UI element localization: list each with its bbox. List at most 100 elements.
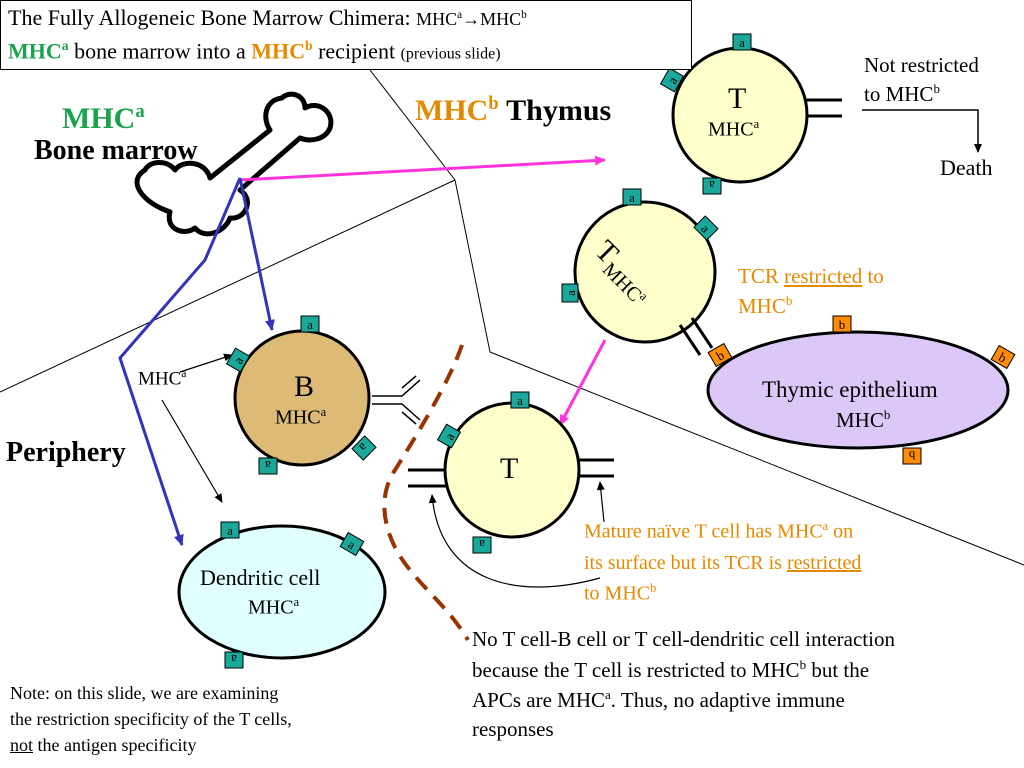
- tag-t-mid-2: a: [693, 215, 719, 241]
- tag-t-top-3-box: [702, 177, 722, 195]
- marrow-to-dendritic-arrow: [118, 177, 242, 546]
- epithelium-mhc: MHCb: [836, 407, 890, 432]
- tag-b-4-label: a: [265, 458, 271, 473]
- title-mhc-a-sup: a: [457, 9, 463, 21]
- mature-note-line3: to MHCb: [584, 581, 657, 605]
- t-periph-letter: T: [500, 452, 519, 485]
- dendritic-mhc-sup: a: [293, 595, 300, 609]
- tag-tp-1: a: [510, 391, 530, 409]
- mature-note-line2: its surface but its TCR is restricted: [584, 552, 861, 574]
- tag-t-mid-3-label: a: [563, 290, 578, 296]
- tag-dc-2: a: [339, 531, 365, 557]
- note-line3-end: the antigen specificity: [33, 735, 197, 755]
- tag-tp-3: a: [472, 536, 492, 554]
- dendritic-mhc: MHCa: [248, 595, 300, 618]
- not-restricted-line1: Not restricted: [864, 53, 979, 77]
- tag-tp-2-box: [436, 423, 462, 449]
- title-mhc-b-sup: b: [521, 9, 527, 21]
- periphery-boundary-line: [0, 179, 456, 393]
- tag-b-1-box: [300, 315, 320, 333]
- not-restricted-sup: b: [933, 81, 940, 96]
- mature-line3: to MHC: [584, 582, 651, 605]
- tag-tp-1-box: [510, 391, 530, 409]
- dendritic-cell: [177, 524, 387, 660]
- title2-mhc-a-sup: a: [61, 38, 69, 53]
- mhca-pointer-label: MHCa: [138, 367, 187, 390]
- mature-note-line1: Mature naïve T cell has MHCa on: [584, 519, 854, 543]
- mature-sup3: b: [650, 581, 657, 595]
- tag-b-2-box: [225, 347, 251, 373]
- no-int-line3b: . Thus, no adaptive immune: [610, 688, 845, 712]
- b-cell-receptor: [372, 375, 421, 425]
- tcr-periph-left: [408, 468, 446, 488]
- dashed-barrier: [382, 344, 470, 642]
- tag-b-3: a: [351, 435, 377, 461]
- note-not: not: [10, 735, 34, 755]
- tag-dc-1-label: a: [227, 523, 233, 538]
- tag-dc-3-label: a: [231, 652, 237, 667]
- tag-t-top-3-label: a: [709, 178, 715, 193]
- title-arrow: →: [462, 9, 481, 29]
- no-int-sup2: b: [799, 657, 807, 672]
- tag-t-top-1-box: [732, 33, 752, 51]
- title-mhc-a: MHC: [416, 9, 458, 29]
- thymus-boundary-line: [454, 179, 491, 353]
- no-interaction-line2: because the T cell is restricted to MHCb…: [472, 657, 870, 682]
- no-interaction-line3: APCs are MHCa. Thus, no adaptive immune: [472, 687, 845, 712]
- tag-b-1-label: a: [307, 317, 313, 332]
- title2-mhc-b: MHC: [251, 38, 306, 64]
- note-line2: the restriction specificity of the T cel…: [10, 709, 292, 729]
- not-restricted-arrow: [862, 109, 982, 153]
- mature-sup1: a: [822, 519, 829, 533]
- no-int-line2b: but the: [806, 658, 870, 682]
- thymus-word: Thymus: [506, 94, 612, 127]
- thymus-sup: b: [488, 93, 499, 114]
- not-restricted-mhc: to MHC: [864, 82, 934, 106]
- bone-marrow-label: Bone marrow: [34, 135, 198, 166]
- bone-icon: [134, 91, 334, 237]
- no-int-sup3: a: [605, 687, 611, 702]
- thymus-to-periphery-arrow: [558, 339, 607, 426]
- t-top-mhc: MHCa: [708, 117, 759, 141]
- title-box: [0, 0, 692, 70]
- thymus-label: MHCb Thymus: [415, 93, 612, 127]
- tag-ep-1-label: b: [839, 317, 846, 332]
- title2-end: recipient: [312, 38, 401, 64]
- tag-dc-3: a: [224, 651, 244, 669]
- epithelium-mhc-text: MHC: [836, 408, 884, 432]
- thymic-epithelium-cell: [706, 330, 1010, 450]
- tcr-note-line1: TCR restricted to: [738, 264, 884, 288]
- mature-line1: Mature naïve T cell has MHC: [584, 520, 823, 543]
- title-main: The Fully Allogeneic Bone Marrow Chimera…: [8, 5, 411, 30]
- title-mhc-b: MHC: [480, 9, 522, 29]
- tag-ep-3: b: [990, 344, 1016, 370]
- t-top-mhc-text: MHC: [708, 118, 754, 141]
- dendritic-line1: Dendritic cell: [200, 565, 321, 590]
- tag-ep-2-box: [707, 342, 733, 368]
- tag-ep-4: b: [902, 447, 922, 465]
- b-cell-mhc-sup: a: [320, 405, 327, 419]
- title2-mid: bone marrow into a: [68, 38, 252, 64]
- thymus-mhc: MHC: [415, 94, 489, 127]
- mhca-to-dendritic-arrow: [161, 399, 223, 503]
- not-restricted-line2: to MHCb: [864, 81, 940, 106]
- title2-mhc-b-sup: b: [305, 38, 313, 53]
- tag-b-3-box: [351, 435, 377, 461]
- tag-ep-1: b: [832, 315, 852, 333]
- mature-line1-end: on: [828, 520, 854, 543]
- tag-t-mid-1: a: [622, 188, 642, 206]
- epithelium-line1: Thymic epithelium: [762, 377, 938, 402]
- title2-mhc-a: MHC: [8, 38, 62, 64]
- tcr-sup: b: [785, 293, 793, 308]
- note-line3: not the antigen specificity: [10, 735, 197, 756]
- tag-t-top-2-box: [659, 67, 685, 93]
- tag-t-mid-3-box: [561, 283, 579, 303]
- b-cell-letter: B: [294, 370, 315, 403]
- tag-tp-2: a: [436, 423, 462, 449]
- mature-line2: its surface but its TCR is: [584, 552, 787, 574]
- tag-t-top-1: a: [732, 33, 752, 51]
- tag-ep-1-box: [832, 315, 852, 333]
- mhc-tag-layer: a a a a a a a a a a a a a a a a b b b b: [220, 33, 1016, 669]
